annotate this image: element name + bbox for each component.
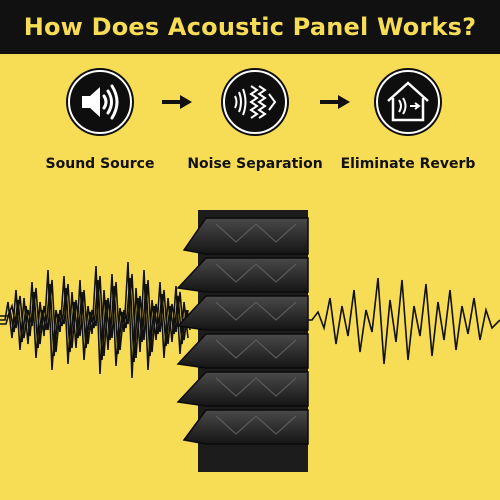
sound-blocked-by-panel-icon xyxy=(221,68,289,136)
step-sound-source: Sound Source xyxy=(25,68,175,172)
arrow-right-icon xyxy=(162,95,192,109)
sound-wave-illustration xyxy=(0,261,500,379)
title-banner: How Does Acoustic Panel Works? xyxy=(0,0,500,54)
step-label: Eliminate Reverb xyxy=(340,156,476,172)
speaker-icon xyxy=(66,68,134,136)
outgoing-wave xyxy=(300,277,500,365)
step-label: Sound Source xyxy=(45,156,155,172)
incoming-wave xyxy=(0,261,189,379)
acoustic-foam-panel xyxy=(176,210,309,472)
page-title: How Does Acoustic Panel Works? xyxy=(23,13,477,41)
arrow-right-icon xyxy=(320,95,350,109)
step-noise-separation: Noise Separation xyxy=(180,68,330,172)
house-sound-icon xyxy=(374,68,442,136)
step-label: Noise Separation xyxy=(187,156,323,172)
step-eliminate-reverb: Eliminate Reverb xyxy=(333,68,483,172)
